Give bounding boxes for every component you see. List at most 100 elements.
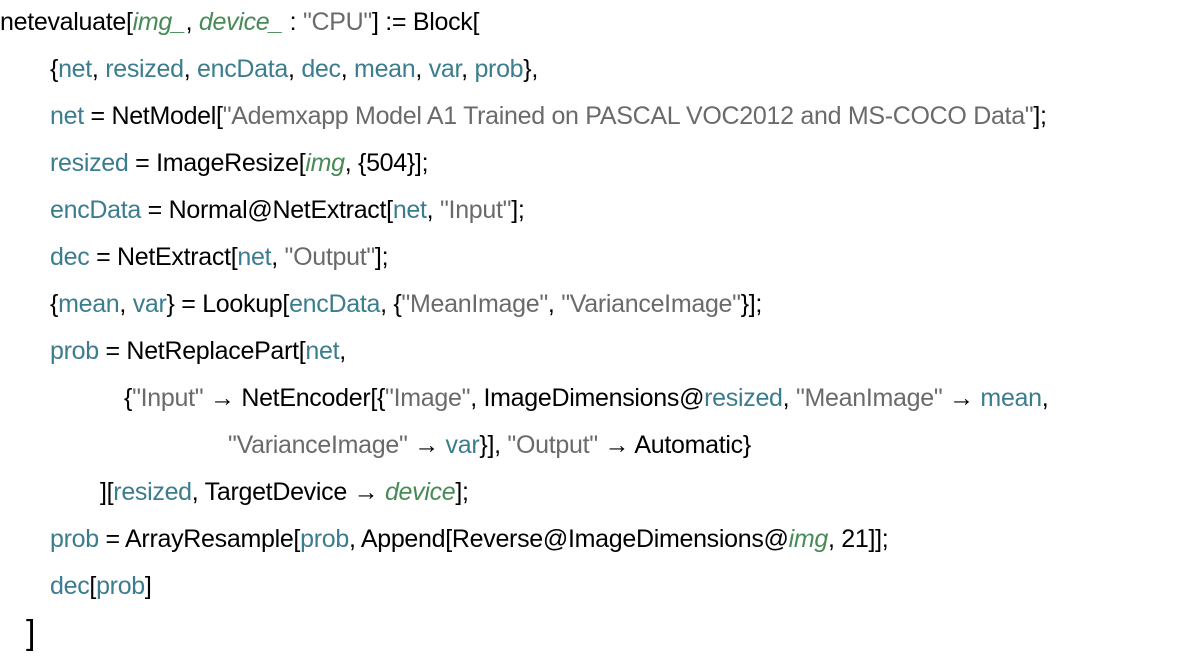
variable-token: prob bbox=[96, 572, 145, 600]
code-token: ]; bbox=[455, 478, 469, 506]
variable-token: encData bbox=[289, 290, 381, 318]
code-token: , bbox=[271, 243, 285, 271]
variable-token: prob bbox=[474, 55, 524, 83]
variable-token: net bbox=[58, 55, 92, 83]
variable-token: mean bbox=[354, 55, 416, 83]
string-token: "Ademxapp Model A1 Trained on PASCAL VOC… bbox=[222, 102, 1034, 130]
code-token: , bbox=[415, 55, 429, 83]
code-token: = ArrayResample[ bbox=[98, 525, 301, 553]
variable-token: resized bbox=[113, 478, 192, 506]
code-token: ] bbox=[144, 572, 152, 600]
variable-token: dec bbox=[50, 572, 90, 600]
variable-token: net bbox=[305, 337, 340, 365]
pattern-token: device bbox=[384, 478, 456, 506]
code-token: : bbox=[283, 8, 303, 36]
code-token: , {504}]; bbox=[344, 149, 429, 177]
code-token: , bbox=[185, 8, 199, 36]
code-token: ]; bbox=[1033, 102, 1047, 130]
code-token: netevaluate[ bbox=[0, 8, 133, 36]
code-token: , bbox=[782, 384, 796, 412]
code-token: = NetModel[ bbox=[83, 102, 224, 130]
variable-token: prob bbox=[50, 525, 99, 553]
code-token: , bbox=[288, 55, 302, 83]
code-token: = NetReplacePart[ bbox=[98, 337, 306, 365]
variable-token: prob bbox=[50, 337, 99, 365]
pattern-token: img bbox=[788, 525, 829, 553]
pattern-token: device_ bbox=[198, 8, 283, 36]
code-token: , bbox=[426, 196, 440, 224]
variable-token: mean bbox=[980, 384, 1042, 412]
code-line: prob = ArrayResample[prob, Append[Revers… bbox=[0, 516, 1048, 563]
code-line: dec[prob] bbox=[0, 563, 1048, 610]
variable-token: prob bbox=[300, 525, 349, 553]
variable-token: mean bbox=[58, 290, 120, 318]
code-line: netevaluate[img_, device_ : "CPU"] := Bl… bbox=[0, 0, 1048, 46]
code-token: ]; bbox=[511, 196, 525, 224]
code-token: = ImageResize[ bbox=[128, 149, 306, 177]
code-line: resized = ImageResize[img, {504}]; bbox=[0, 140, 1048, 187]
code-token: , bbox=[340, 55, 355, 83]
string-token: "Input" bbox=[132, 384, 204, 412]
code-line: ] bbox=[0, 610, 1048, 657]
code-line: {"Input" → NetEncoder[{"Image", ImageDim… bbox=[0, 375, 1049, 422]
code-line: ][resized, TargetDevice → device]; bbox=[0, 469, 1048, 516]
string-token: "Input" bbox=[439, 196, 512, 224]
pattern-token: img_ bbox=[132, 8, 186, 36]
code-line: dec = NetExtract[net, "Output"]; bbox=[0, 234, 1048, 281]
code-token: } = Lookup[ bbox=[166, 290, 290, 318]
code-token: ] bbox=[26, 614, 36, 652]
variable-token: resized bbox=[704, 384, 783, 412]
code-line: prob = NetReplacePart[net, bbox=[0, 328, 1048, 375]
code-token: , ImageDimensions@ bbox=[470, 384, 705, 412]
variable-token: dec bbox=[50, 243, 90, 271]
string-token: "Output" bbox=[284, 243, 376, 271]
code-token: }], bbox=[479, 431, 508, 459]
code-token: { bbox=[124, 384, 133, 412]
code-line: {mean, var} = Lookup[encData, {"MeanImag… bbox=[0, 281, 1048, 328]
string-token: "CPU" bbox=[302, 8, 372, 36]
variable-token: net bbox=[237, 243, 272, 271]
code-token: , 21]]; bbox=[828, 525, 889, 553]
code-token: ] := Block[ bbox=[371, 8, 480, 36]
variable-token: net bbox=[392, 196, 427, 224]
code-token: , bbox=[119, 290, 133, 318]
code-token: [ bbox=[89, 572, 97, 600]
variable-token: net bbox=[50, 102, 84, 130]
variable-token: encData bbox=[50, 196, 142, 224]
code-token: = Normal@NetExtract[ bbox=[141, 196, 393, 224]
code-token: { bbox=[50, 55, 59, 83]
code-token: , TargetDevice → bbox=[191, 478, 385, 506]
code-line: "VarianceImage" → var}], "Output" → Auto… bbox=[0, 422, 1048, 469]
variable-token: var bbox=[428, 55, 462, 83]
code-token: → bbox=[942, 384, 981, 412]
variable-token: resized bbox=[105, 55, 184, 83]
code-line: net = NetModel["Ademxapp Model A1 Traine… bbox=[0, 93, 1048, 140]
code-line: {net, resized, encData, dec, mean, var, … bbox=[0, 46, 1048, 93]
code-token: , Append[Reverse@ImageDimensions@ bbox=[348, 525, 789, 553]
string-token: "VarianceImage" bbox=[561, 290, 741, 318]
string-token: "MeanImage" bbox=[795, 384, 943, 412]
code-token: , bbox=[339, 337, 346, 365]
variable-token: var bbox=[132, 290, 167, 318]
string-token: "Output" bbox=[507, 431, 598, 459]
string-token: "Image" bbox=[385, 384, 471, 412]
code-token: }, bbox=[523, 55, 538, 83]
code-cell[interactable]: netevaluate[img_, device_ : "CPU"] := Bl… bbox=[0, 0, 1049, 657]
pattern-token: img bbox=[305, 149, 345, 177]
code-token: → NetEncoder[{ bbox=[203, 384, 386, 412]
code-token: }]; bbox=[740, 290, 763, 318]
code-token: , bbox=[1041, 384, 1049, 412]
code-token: , bbox=[91, 55, 106, 83]
variable-token: encData bbox=[197, 55, 289, 83]
string-token: "VarianceImage" bbox=[228, 431, 408, 459]
code-token: { bbox=[50, 290, 59, 318]
code-token: → bbox=[407, 431, 446, 459]
code-token: , { bbox=[380, 290, 402, 318]
variable-token: dec bbox=[301, 55, 341, 83]
code-token: , bbox=[547, 290, 562, 318]
code-token: , bbox=[461, 55, 475, 83]
code-token: = NetExtract[ bbox=[89, 243, 238, 271]
variable-token: var bbox=[445, 431, 480, 459]
code-token: , bbox=[183, 55, 198, 83]
code-line: encData = Normal@NetExtract[net, "Input"… bbox=[0, 187, 1048, 234]
